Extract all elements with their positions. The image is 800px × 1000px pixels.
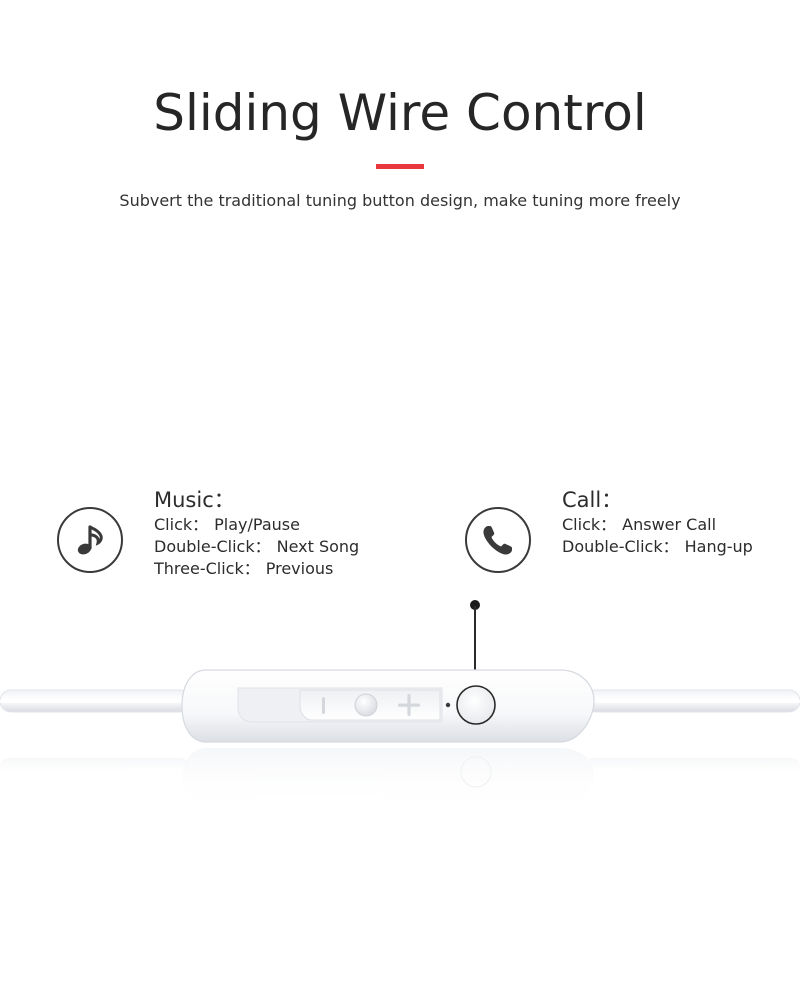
title-accent-bar (376, 164, 424, 169)
music-three-click-result: Previous (265, 559, 334, 578)
music-click-line: Click： Play/Pause (154, 514, 359, 536)
music-three-click-action: Three-Click： (154, 559, 260, 578)
music-click-action: Click： (154, 515, 209, 534)
music-double-click-line: Double-Click： Next Song (154, 536, 359, 558)
call-click-action: Click： (562, 515, 617, 534)
music-heading: Music： (154, 488, 235, 512)
page-title: Sliding Wire Control (153, 84, 647, 142)
phone-icon (465, 507, 531, 573)
callout-dot (470, 600, 480, 610)
call-double-click-line: Double-Click： Hang-up (562, 536, 753, 558)
music-click-result: Play/Pause (214, 515, 300, 534)
call-double-click-action: Double-Click： (562, 537, 679, 556)
call-double-click-result: Hang-up (684, 537, 753, 556)
call-feature: Call： Click： Answer Call Double-Click： Han… (562, 487, 753, 558)
music-three-click-line: Three-Click： Previous (154, 558, 359, 580)
music-note-icon (57, 507, 123, 573)
music-double-click-action: Double-Click： (154, 537, 271, 556)
music-double-click-result: Next Song (276, 537, 360, 556)
call-heading: Call： (562, 488, 623, 512)
page-subtitle: Subvert the traditional tuning button de… (119, 191, 681, 210)
inline-remote-illustration (0, 640, 800, 840)
callout-line (474, 606, 476, 688)
call-click-result: Answer Call (622, 515, 717, 534)
call-click-line: Click： Answer Call (562, 514, 753, 536)
music-feature: Music： Click： Play/Pause Double-Click： Nex… (154, 487, 359, 580)
